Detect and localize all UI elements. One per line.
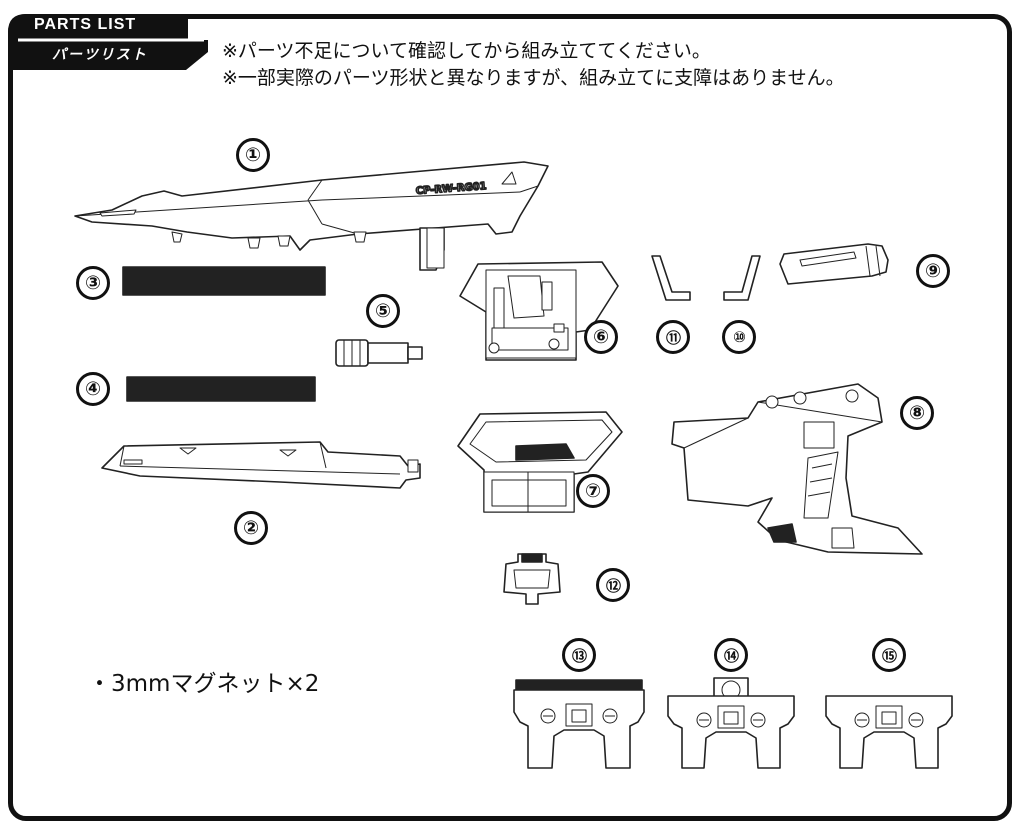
part-3-drawing [122,266,326,296]
header-tab-background [8,14,208,70]
header-title-ja: パーツリスト [52,47,148,63]
part-14-drawing [667,677,795,769]
part-7-drawing [457,411,623,513]
notice-line-2: ※一部実際のパーツ形状と異なりますが、組み立てに支障はありません。 [222,67,845,89]
part-12-number: ⑫ [596,568,630,602]
part-9-number: ⑨ [916,254,950,288]
part-8-drawing [671,383,923,555]
part-3-ridges [125,268,322,294]
part-6-drawing [459,261,619,361]
part-6-number: ⑥ [584,320,618,354]
part-15-number: ⑮ [872,638,906,672]
part-13-drawing [513,679,645,769]
header-title-en: PARTS LIST [34,16,137,33]
notice-line-1: ※パーツ不足について確認してから組み立ててください。 [222,40,711,62]
part-2-number: ② [234,511,268,545]
part-4-ridges [129,378,314,400]
part-13-number: ⑬ [562,638,596,672]
part-9-drawing [779,243,889,285]
parts-list-frame [8,14,1012,821]
part-3-number: ③ [76,266,110,300]
part-11-number: ⑪ [656,320,690,354]
magnet-note: ・3mmマグネット×2 [88,671,320,697]
part-1-number: ① [236,138,270,172]
part-8-number: ⑧ [900,396,934,430]
part-15-drawing [825,695,953,769]
part-10-drawing [723,255,761,301]
part-10-number: ⑩ [722,320,756,354]
part-5-drawing [335,339,423,367]
part-2-drawing [101,441,421,489]
parts-list-header: PARTS LIST パーツリスト [8,14,208,70]
part-5-number: ⑤ [366,294,400,328]
part-4-drawing [126,376,316,402]
part-1-drawing: CP-RW-RG01 [74,161,549,271]
part-14-number: ⑭ [714,638,748,672]
part-4-number: ④ [76,372,110,406]
part-11-drawing [651,255,691,301]
part-7-number: ⑦ [576,474,610,508]
part-12-drawing [503,553,561,605]
